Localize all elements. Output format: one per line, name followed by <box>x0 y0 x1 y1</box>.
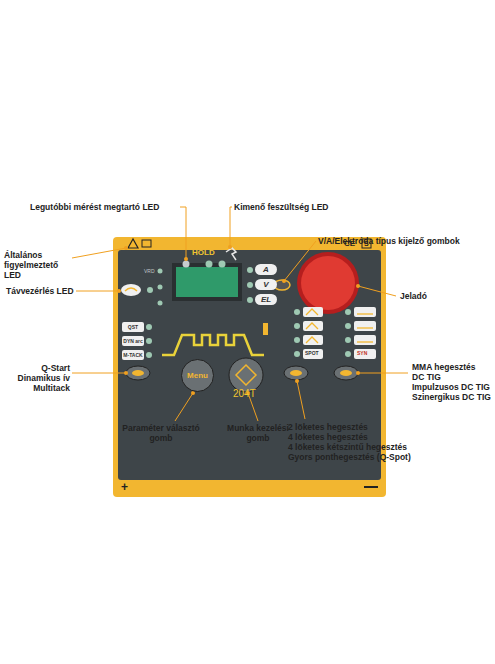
panel-button: V <box>255 279 277 290</box>
panel-marking: HOLD <box>192 248 215 258</box>
panel-marking: CE <box>344 239 355 249</box>
callout-label: Q-Start <box>4 363 70 373</box>
button-text: V <box>263 280 268 289</box>
panel-button: DYN arc <box>122 336 144 346</box>
button-text: A <box>263 265 269 274</box>
callout-label: MMA hegesztés <box>412 362 475 372</box>
callout-label: Impulzusos DC TIG <box>412 382 490 392</box>
callout-label: Kimenő feszültség LED <box>234 202 328 212</box>
panel-marking: + <box>121 480 128 494</box>
callout-label: Multitack <box>4 383 70 393</box>
callout-label: DC TIG <box>412 372 441 382</box>
panel-button: M-TACK <box>122 350 144 360</box>
button-text: Menu <box>187 371 208 380</box>
callout-label: 2 löketes hegesztés <box>288 422 368 432</box>
callout-label: 4 löketes kétszintű hegesztés <box>288 442 407 452</box>
callout-label: Munka kezelési gomb <box>222 423 294 443</box>
callout-label: Legutóbbi mérést megtartó LED <box>30 202 159 212</box>
panel-marking: S <box>364 239 369 248</box>
panel-marking: 204T <box>233 388 256 400</box>
callout-label: V/A/Elektróda típus kijelző gombok <box>318 236 460 246</box>
callout-label: Jeladó <box>400 291 427 301</box>
menu-button: Menu <box>181 359 214 392</box>
button-text: DYN arc <box>123 338 142 344</box>
button-text: EL <box>261 295 271 304</box>
callout-label: Távvezérlés LED <box>6 286 74 296</box>
callout-label: Gyors ponthegesztés (Q-Spot) <box>288 452 411 462</box>
callout-label: 4 löketes hegesztés <box>288 432 368 442</box>
callout-label: Paraméter választó gomb <box>122 423 200 443</box>
callout-label: Általános figyelmeztető LED <box>4 250 72 280</box>
callout-label: Szinergikus DC TIG <box>412 392 491 402</box>
button-text: M-TACK <box>123 352 142 358</box>
button-text: QST <box>128 324 138 330</box>
callout-label: Dinamikus ív <box>4 373 70 383</box>
panel-button: QST <box>122 322 144 332</box>
panel-marking: VRD <box>144 268 155 275</box>
panel-marking: SPOT <box>305 350 319 357</box>
panel-marking: SYN <box>357 350 367 357</box>
panel-button: A <box>255 264 277 275</box>
panel-button: EL <box>255 294 277 305</box>
